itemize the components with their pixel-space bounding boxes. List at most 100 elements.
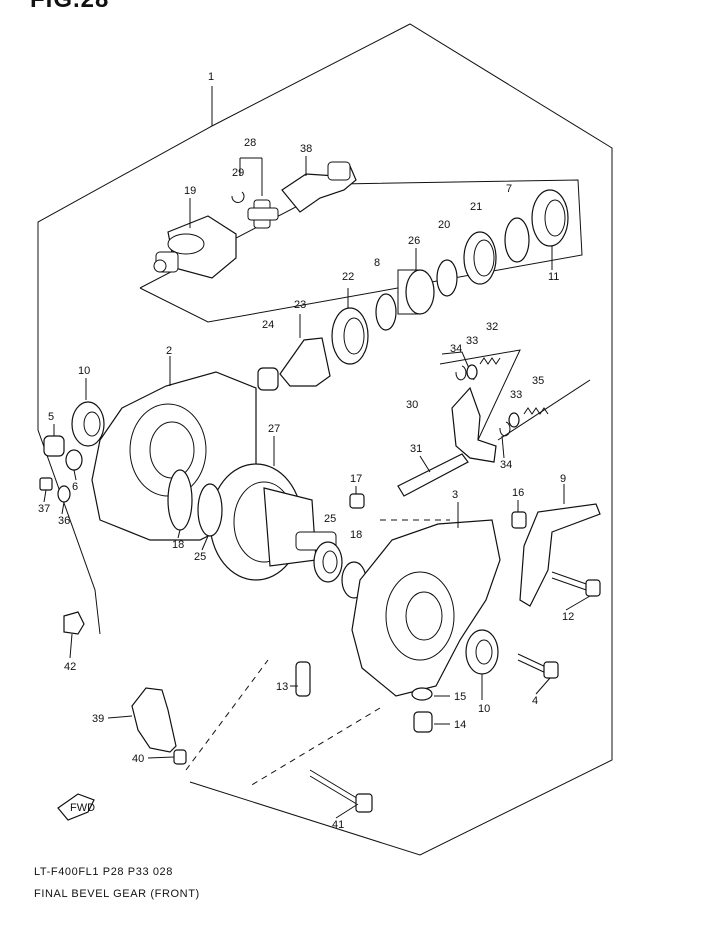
part-15-gasket <box>411 687 433 701</box>
part-18-shim-left <box>167 469 193 531</box>
part-26-needle-bearing <box>397 248 435 315</box>
leader-12 <box>565 595 591 611</box>
part-38-yoke <box>281 156 357 213</box>
callout-23: 23 <box>294 299 306 311</box>
callout-13: 13 <box>276 681 288 693</box>
part-37-bolt <box>39 477 53 491</box>
callout-33-lower: 33 <box>510 389 522 401</box>
figure-name: FINAL BEVEL GEAR (FRONT) <box>34 888 200 900</box>
callout-10-upper: 10 <box>78 365 90 377</box>
leader-41 <box>335 803 359 819</box>
part-33-washer-upper <box>466 364 478 380</box>
callout-37: 37 <box>38 503 50 515</box>
callout-30: 30 <box>406 399 418 411</box>
leader-42 <box>69 633 73 659</box>
part-12-bolt <box>551 571 601 597</box>
part-14-drain-plug <box>413 711 433 733</box>
part-24-needle-bearing <box>257 367 279 391</box>
callout-25-right: 25 <box>324 513 336 525</box>
callout-16: 16 <box>512 487 524 499</box>
fwd-label: FWD <box>70 802 95 814</box>
assembly-outline-top <box>189 23 613 856</box>
part-40-clamp <box>173 749 187 765</box>
callout-18-left: 18 <box>172 539 184 551</box>
leader-6 <box>73 469 77 481</box>
part-5-breather <box>43 435 65 457</box>
part-3-gear-case-cover <box>351 502 501 697</box>
part-25-bearing-left <box>197 483 223 537</box>
part-23-drive-pinion-gear <box>279 314 331 387</box>
callout-42: 42 <box>64 661 76 673</box>
callout-6: 6 <box>72 481 78 493</box>
callout-28: 28 <box>244 137 256 149</box>
callout-3: 3 <box>452 489 458 501</box>
callout-9: 9 <box>560 473 566 485</box>
part-42-nut <box>63 611 85 635</box>
part-29-circlip <box>231 191 245 203</box>
leader-18-left <box>177 529 181 539</box>
callout-18-right: 18 <box>350 529 362 541</box>
part-10-oil-seal-upper <box>71 378 105 447</box>
part-16-cap <box>511 511 527 529</box>
part-9-bracket <box>519 484 601 607</box>
part-36-washer <box>57 485 71 503</box>
callout-32: 32 <box>486 321 498 333</box>
callout-11: 11 <box>548 271 559 283</box>
part-35-spring <box>523 407 549 415</box>
leader-40 <box>147 756 175 759</box>
fwd-arrow-icon: FWD <box>57 793 95 821</box>
callout-1: 1 <box>208 71 214 83</box>
leader-4 <box>535 677 551 695</box>
assembly-outline <box>37 125 213 635</box>
callout-19: 19 <box>184 185 196 197</box>
shift-assembly-bracket <box>439 349 521 441</box>
callout-7: 7 <box>506 183 512 195</box>
guide-line-2 <box>249 707 381 787</box>
shift-assembly-bracket-2 <box>497 379 591 441</box>
callout-20: 20 <box>438 219 450 231</box>
callout-4: 4 <box>532 695 538 707</box>
callout-2: 2 <box>166 345 172 357</box>
guide-line <box>185 659 269 771</box>
callout-10-lower: 10 <box>478 703 490 715</box>
callout-8: 8 <box>374 257 380 269</box>
callout-5: 5 <box>48 411 54 423</box>
callout-21: 21 <box>470 201 482 213</box>
callout-31: 31 <box>410 443 422 455</box>
callout-14: 14 <box>454 719 466 731</box>
callout-36: 36 <box>58 515 70 527</box>
part-32-spring <box>479 357 501 365</box>
callout-22: 22 <box>342 271 354 283</box>
callout-34-lower: 34 <box>500 459 512 471</box>
part-17-dowel-pin <box>349 493 365 509</box>
callout-35: 35 <box>532 375 544 387</box>
callout-33: 33 <box>466 335 478 347</box>
part-25-bearing-right <box>313 541 343 583</box>
leader-36 <box>61 501 65 515</box>
part-13-dowel <box>295 661 311 697</box>
callout-24: 24 <box>262 319 274 331</box>
part-33-washer-lower <box>508 412 520 428</box>
part-8-circlip <box>375 293 397 331</box>
part-22-bearing <box>331 288 369 365</box>
leader-39 <box>107 715 133 719</box>
callout-40: 40 <box>132 753 144 765</box>
callout-34: 34 <box>450 343 462 355</box>
part-19-coupling-shaft <box>153 200 237 279</box>
leader-31 <box>419 455 431 473</box>
part-39-boot <box>131 687 177 753</box>
part-4-bolt <box>517 653 559 679</box>
callout-25-left: 25 <box>194 551 206 563</box>
callout-27: 27 <box>268 423 280 435</box>
part-34-clip-lower <box>499 421 511 437</box>
callout-17: 17 <box>350 473 362 485</box>
part-41-bolt <box>309 769 373 813</box>
part-27-ring-gear <box>209 436 337 581</box>
callout-41: 41 <box>332 819 344 831</box>
part-11-oil-seal <box>531 189 569 247</box>
part-28-universal-joint-cross <box>239 157 279 229</box>
callout-15: 15 <box>454 691 466 703</box>
model-code: LT-F400FL1 P28 P33 028 <box>34 866 173 878</box>
callout-29: 29 <box>232 167 244 179</box>
callout-39: 39 <box>92 713 104 725</box>
